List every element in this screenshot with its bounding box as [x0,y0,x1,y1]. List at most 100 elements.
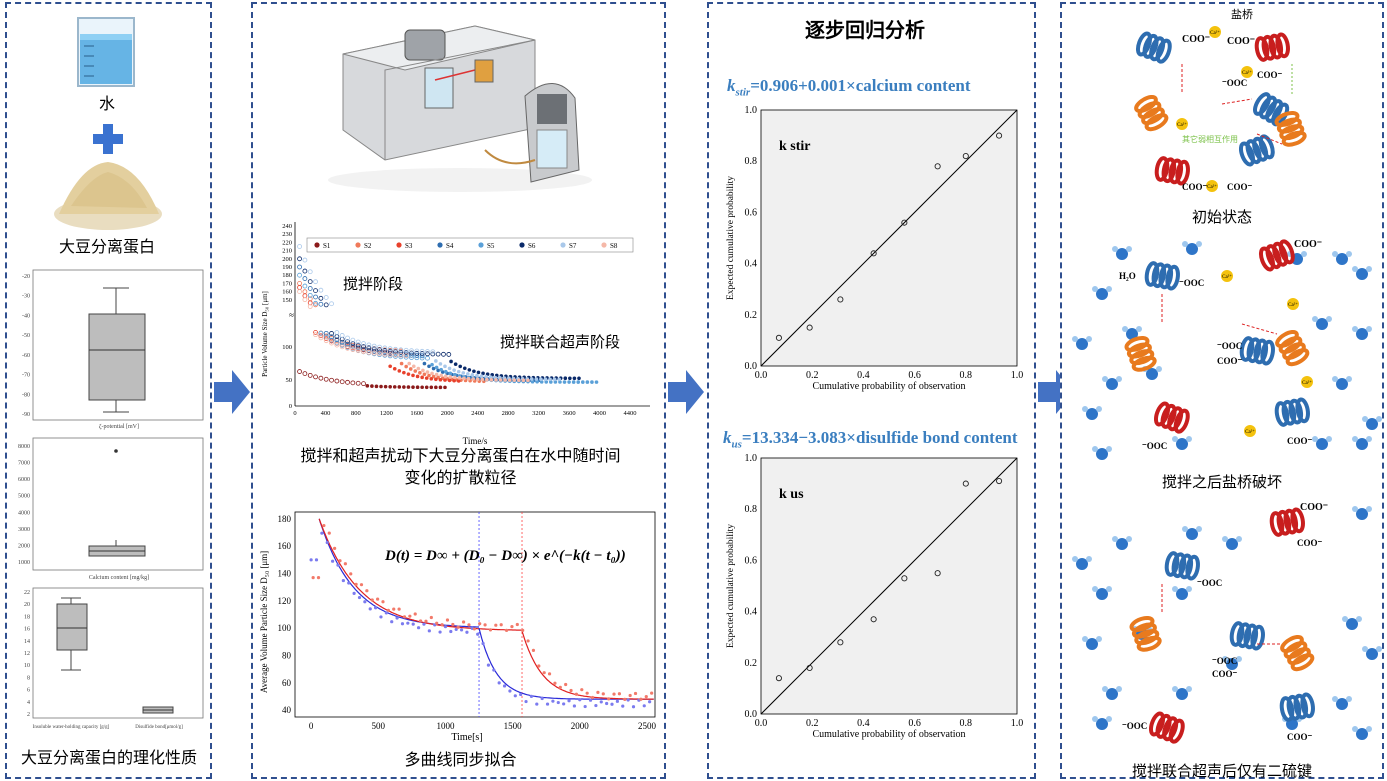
data-point [431,374,436,379]
pp-point [775,675,782,682]
data-point [371,350,377,356]
data-point [313,374,318,380]
data-point [318,295,324,301]
data-point [633,691,638,696]
data-point [583,704,587,709]
powder-image [54,162,162,230]
data-point [429,385,434,390]
data-point [454,627,458,632]
data-point [435,621,439,625]
data-point [438,385,443,390]
data-point [499,623,503,627]
svg-text:Ca²⁺: Ca²⁺ [1177,122,1187,128]
data-point [479,374,484,378]
pp-point [870,250,877,257]
data-point [567,380,571,384]
data-point [411,373,415,378]
data-point [379,615,383,619]
data-point [350,380,356,386]
pp-xlabel: Cumulative probability of observation [812,729,965,740]
svg-text:Ca²⁺: Ca²⁺ [1210,30,1220,36]
data-point [361,344,366,349]
pp-point [775,334,782,341]
pp-point [901,219,908,226]
data-point [368,607,372,611]
svg-text:≈: ≈ [289,310,294,320]
protein-helix [1148,711,1185,744]
protein-helix [1238,134,1275,167]
water-molecule [1172,436,1192,450]
data-point [580,380,585,384]
data-point [553,681,557,685]
tick-label: 16 [24,627,30,633]
protein-helix [1154,156,1190,186]
tick-label: 8 [27,675,30,681]
data-point [447,366,452,371]
data-point [398,347,404,353]
data-point [476,632,480,636]
carboxyl-label: ⁻OOC [1222,78,1247,88]
data-point [507,378,512,382]
data-point [392,607,396,611]
data-point [366,345,372,351]
pp-point [934,163,941,170]
tick-label: 20 [24,602,30,608]
data-point [413,612,417,616]
data-point [297,281,302,286]
data-point [519,692,523,697]
data-point [453,375,457,380]
protein-helix [1280,635,1315,672]
water-molecule [1352,726,1372,740]
legend-label: S8 [610,242,618,250]
x-tick: 1.0 [1011,718,1024,729]
data-point [307,372,313,378]
data-point [489,377,494,382]
data-point [452,378,456,383]
carboxyl-label: COO⁻ [1287,436,1313,446]
y-tick: 0.0 [745,361,758,372]
data-point [355,345,361,351]
x-tick: 2000 [571,721,590,731]
data-point [387,348,393,354]
data-point [535,702,539,706]
water-molecule [1352,266,1372,280]
data-point [297,256,302,262]
data-point [323,376,329,382]
data-point [377,344,382,350]
data-point [424,619,428,623]
water-molecule [1332,376,1352,390]
pp-point [996,132,1003,139]
x-tick: 0.4 [857,370,870,381]
data-point [345,335,350,341]
carboxyl-label: COO⁻ [1300,502,1328,513]
legend-label: S2 [364,242,372,250]
data-point [414,353,420,358]
pp-title: k stir [779,139,811,154]
data-point [361,381,366,387]
data-point [568,376,572,381]
water-molecule [1287,251,1307,265]
data-point [345,345,350,351]
y-tick: 0.2 [745,310,758,321]
data-point [355,339,361,345]
data-point [642,704,646,708]
data-point [399,361,404,366]
data-point [535,380,539,384]
data-point [580,688,584,692]
data-point [594,380,599,384]
calcium-ion [1241,66,1253,78]
y-tick: 0.8 [745,156,758,167]
data-point [439,373,443,378]
y-tick: 0.4 [745,259,758,270]
data-point [607,697,611,701]
pp-point [837,296,844,303]
data-point [333,546,337,550]
data-point [329,336,334,341]
carboxyl-label: H₂O [1119,271,1136,281]
data-point [448,375,453,379]
data-point [329,337,334,343]
tick-label: -60 [22,353,30,359]
